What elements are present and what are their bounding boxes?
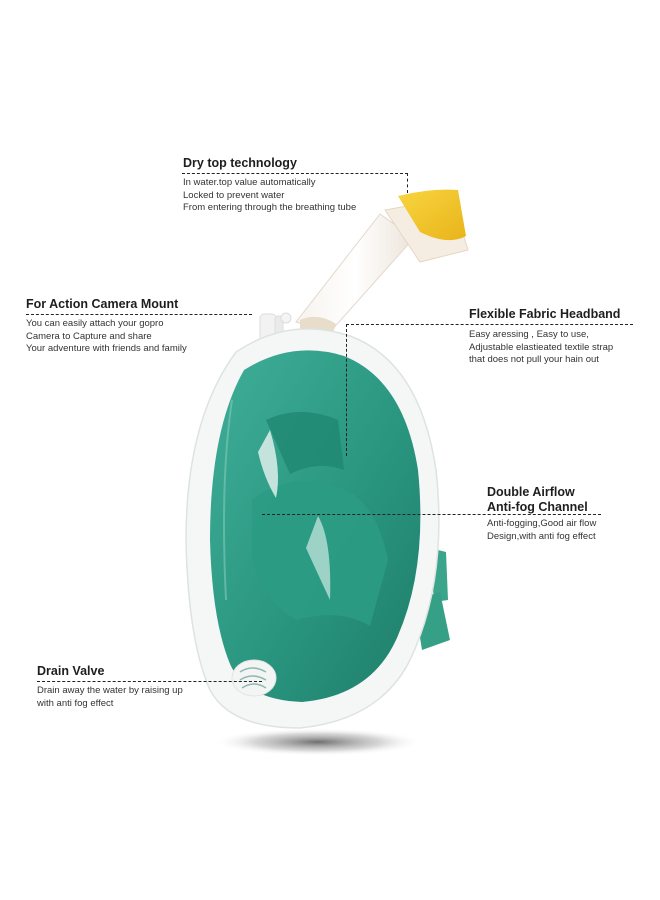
callout-airflow-desc: Anti-fogging,Good air flow Design,with a… [487, 518, 597, 542]
leader-line-airflow [262, 514, 601, 515]
leader-line-headband [346, 324, 633, 325]
leader-line-dry-top [182, 173, 408, 174]
floor-shadow [213, 728, 423, 756]
leader-line-headband-drop [346, 324, 347, 456]
leader-line-drain-valve [37, 681, 262, 682]
leader-line-dry-top-drop [407, 173, 408, 193]
callout-headband-title: Flexible Fabric Headband [469, 307, 621, 321]
callout-camera-mount-title: For Action Camera Mount [26, 297, 179, 311]
callout-drain-valve-desc: Drain away the water by raising up with … [37, 685, 183, 709]
callout-headband-desc: Easy aressing , Easy to use, Adjustable … [469, 329, 614, 365]
snorkel-tube [295, 189, 469, 336]
callout-airflow-title: Double Airflow Anti-fog Channel [487, 485, 588, 514]
callout-camera-mount-desc: You can easily attach your gopro Camera … [26, 318, 187, 354]
callout-drain-valve-title: Drain Valve [37, 664, 105, 678]
callout-dry-top-title: Dry top technology [183, 156, 297, 170]
leader-line-camera-mount [26, 314, 252, 315]
drain-valve-part [231, 659, 277, 697]
callout-dry-top-desc: In water.top value automatically Locked … [183, 177, 357, 213]
